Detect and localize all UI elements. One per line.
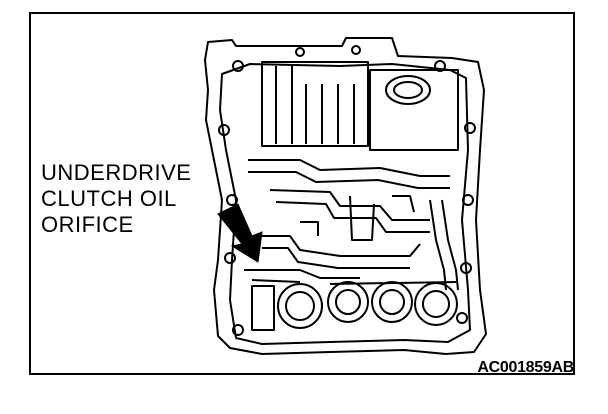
callout-line-1: UNDERDRIVE xyxy=(41,160,192,185)
figure-code: AC001859AB xyxy=(477,359,574,376)
gasket-outline xyxy=(204,37,487,355)
block-ribs xyxy=(275,66,355,144)
gasket-inner xyxy=(219,63,471,345)
lower-valves xyxy=(277,281,458,329)
callout-line-2: CLUTCH OIL xyxy=(41,186,177,211)
top-plug xyxy=(385,75,431,105)
right-block xyxy=(369,69,459,151)
arrow-icon xyxy=(217,203,263,263)
oil-channel xyxy=(248,159,450,177)
upper-block xyxy=(261,61,369,147)
callout-line-3: ORIFICE xyxy=(41,212,134,237)
callout-label: UNDERDRIVE CLUTCH OIL ORIFICE xyxy=(41,160,191,238)
